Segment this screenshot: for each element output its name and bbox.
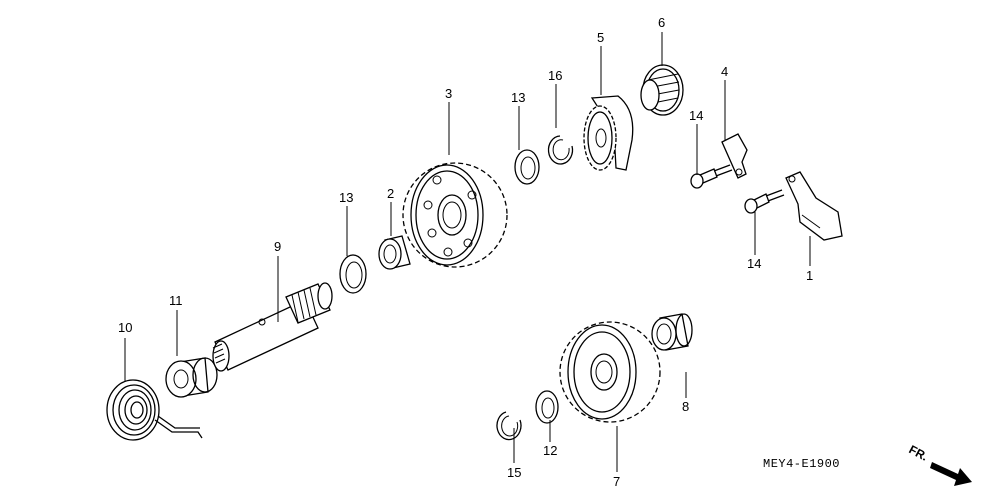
spring-collar (165, 357, 218, 398)
countershaft-gear (559, 321, 661, 423)
label-part-15: 15 (507, 465, 521, 480)
label-part-7: 7 (613, 474, 620, 489)
label-part-11: 11 (169, 293, 183, 308)
label-part-14-lower: 14 (747, 256, 761, 271)
washer (535, 390, 559, 424)
front-arrow-icon (930, 462, 972, 486)
label-part-5: 5 (597, 30, 604, 45)
label-part-9: 9 (274, 239, 281, 254)
label-part-13-left: 13 (339, 190, 353, 205)
snap-ring-lower (496, 411, 522, 441)
bolt-lower (744, 189, 785, 214)
front-label: FR. (907, 442, 931, 463)
label-part-10: 10 (118, 320, 132, 335)
label-part-16: 16 (548, 68, 562, 83)
bolt-upper (690, 164, 733, 189)
leader-lines (124, 32, 811, 472)
ratchet (583, 95, 634, 171)
sleeve (651, 313, 693, 351)
label-part-2: 2 (387, 186, 394, 201)
front-direction-marker: FR. (907, 442, 972, 486)
label-part-12: 12 (543, 443, 557, 458)
kick-starter-spindle (212, 282, 333, 372)
label-part-4: 4 (721, 64, 728, 79)
bushing (378, 235, 411, 270)
ratchet-guide-plate (721, 133, 748, 179)
thrust-washer-left (339, 254, 367, 294)
ratchet-spring (640, 64, 684, 116)
label-part-3: 3 (445, 86, 452, 101)
figure-code: MEY4-E1900 (763, 457, 840, 471)
label-part-6: 6 (658, 15, 665, 30)
kick-spring (106, 379, 203, 441)
label-part-14-upper: 14 (689, 108, 703, 123)
label-part-1: 1 (806, 268, 813, 283)
kick-idle-gear (402, 162, 508, 268)
label-part-8: 8 (682, 399, 689, 414)
label-part-13-right: 13 (511, 90, 525, 105)
thrust-washer-right (514, 149, 540, 185)
stopper-plate (785, 171, 843, 241)
snap-ring-upper (547, 135, 574, 165)
